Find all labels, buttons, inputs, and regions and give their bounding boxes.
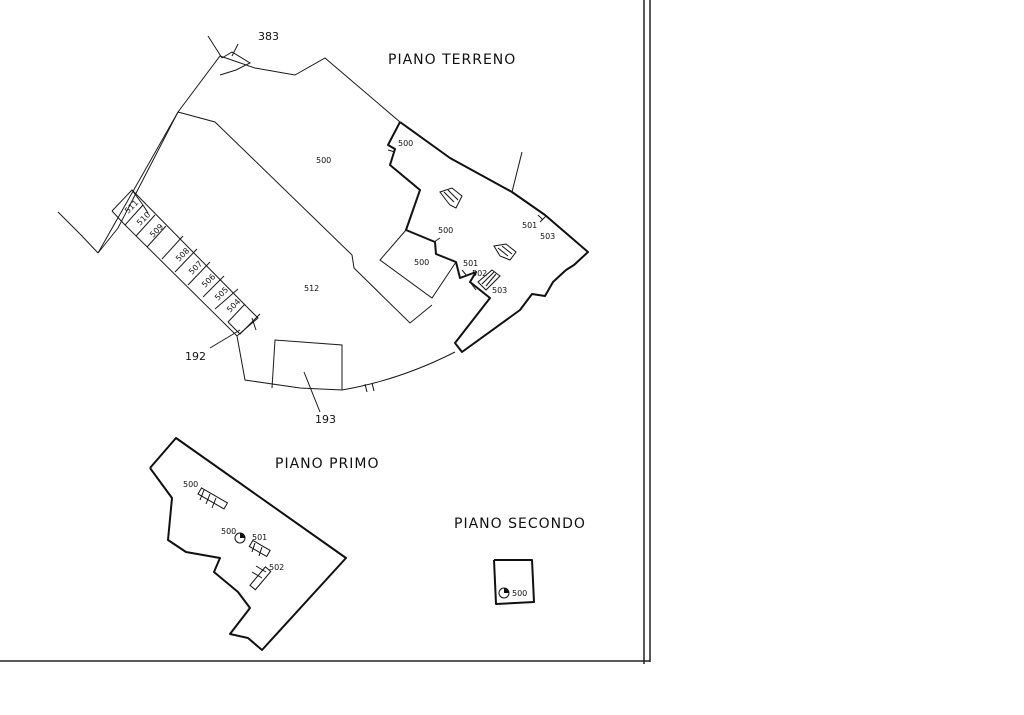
unit-label: 500	[316, 156, 331, 165]
stair-symbol	[197, 487, 229, 510]
sheet-frame	[0, 0, 651, 664]
ground-floor-title: PIANO TERRENO	[388, 52, 516, 68]
first-floor-plan	[149, 437, 347, 651]
spiral-stair-icon	[234, 532, 246, 544]
garage-labels: 511 510 509 508 507 506 505 504	[123, 198, 242, 314]
ref-193-leader	[303, 371, 321, 413]
unit-label: 500	[183, 480, 198, 489]
unit-label: 500	[512, 589, 527, 598]
unit-label: 501	[463, 259, 478, 268]
stair-symbol	[477, 269, 501, 291]
unit-label: 509	[148, 222, 165, 239]
stair-symbol	[493, 243, 517, 261]
first-floor-title: PIANO PRIMO	[275, 456, 380, 472]
unit-label: 500	[221, 527, 236, 536]
stair-symbol	[439, 187, 463, 209]
unit-label: 508	[174, 246, 191, 263]
unit-label: 500	[438, 226, 453, 235]
unit-label: 500	[398, 139, 413, 148]
unit-label: 502	[472, 269, 487, 278]
spiral-stair-icon	[498, 587, 510, 599]
unit-label: 501	[522, 221, 537, 230]
ref-192: 192	[185, 350, 206, 363]
ref-193: 193	[315, 413, 336, 426]
unit-label: 506	[200, 272, 217, 289]
stair-symbol	[248, 539, 271, 558]
unit-label: 503	[492, 286, 507, 295]
ref-383-leader	[231, 43, 239, 57]
stair-symbol	[249, 565, 272, 591]
ref-383: 383	[258, 30, 279, 43]
unit-label: 512	[304, 284, 319, 293]
unit-label: 510	[135, 210, 152, 227]
ground-floor-plan	[57, 35, 589, 413]
unit-label: 500	[414, 258, 429, 267]
second-floor-title: PIANO SECONDO	[454, 516, 586, 532]
second-floor-plan	[493, 559, 535, 605]
ref-192-leader	[209, 329, 241, 349]
unit-label: 511	[123, 198, 140, 215]
unit-label: 503	[540, 232, 555, 241]
unit-label: 501	[252, 533, 267, 542]
unit-label: 507	[187, 259, 204, 276]
unit-label: 502	[269, 563, 284, 572]
